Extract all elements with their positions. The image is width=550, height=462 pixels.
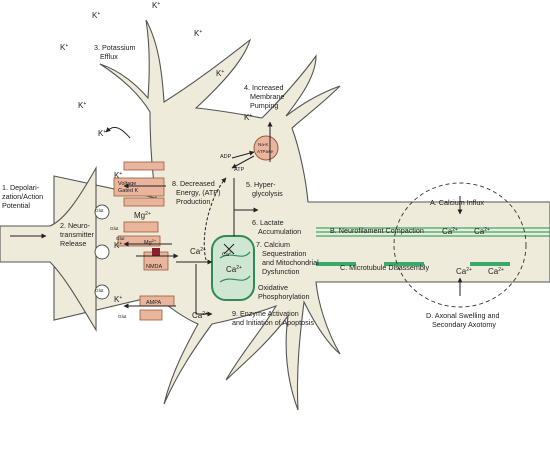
na-k-label: Na-K: [258, 142, 269, 147]
svg-text:K+: K+: [152, 1, 160, 10]
glut-label-2: Glut: [110, 226, 119, 231]
oxidative-phosphorylation-label-2: Phosphorylation: [258, 292, 310, 301]
label-b-neurofilament-compaction: B. Neurofilament Compaction: [330, 226, 424, 235]
k-ion-nmda: K+: [114, 241, 122, 250]
vesicle: [94, 284, 110, 300]
svg-text:K+: K+: [98, 129, 106, 138]
label-c-microtubule-disassembly: C. Microtubule Disassembly: [340, 263, 429, 272]
step-1-label: 1. Depolari-: [2, 183, 40, 192]
oxidative-phosphorylation-label: Oxidative: [258, 283, 288, 292]
glut-label-1: Glut: [95, 208, 104, 213]
ca-ion-mito: Ca2+: [222, 250, 234, 258]
svg-text:K+: K+: [60, 43, 68, 52]
adp-label: ADP: [220, 154, 232, 160]
step-8-label-3: Production: [176, 197, 210, 206]
step-3-label-2: Efflux: [100, 52, 118, 61]
label-d-secondary-axotomy: Secondary Axotomy: [432, 320, 496, 329]
step-7-label-2: Sequestration: [262, 249, 306, 258]
step-2-label-2: transmitter: [60, 230, 95, 239]
mg-ion: Mg2+: [134, 211, 151, 220]
atp-label: ATP: [234, 167, 245, 173]
nmda-block: [152, 248, 160, 256]
step-1-label-2: zation/Action: [2, 192, 43, 201]
arrows: [10, 121, 463, 317]
step-3-label: 3. Potassium: [94, 43, 136, 52]
step-5-label-2: glycolysis: [252, 189, 283, 198]
na-k-atpase-pump: [253, 135, 279, 161]
step-2-label: 2. Neuro-: [60, 221, 91, 230]
ca-ion-enzyme: Ca2+: [192, 311, 208, 320]
neurofilaments: [316, 227, 550, 237]
k-ion-voltage: K+: [114, 171, 122, 180]
vesicle: [94, 204, 110, 220]
glut-label-3: Glut: [116, 236, 125, 241]
ampa-label: AMPA: [146, 300, 162, 306]
ca-ion-axon-1: Ca2+: [442, 227, 458, 236]
step-8-label: 8. Decreased: [172, 179, 215, 188]
label-d-axonal-swelling: D. Axonal Swelling and: [426, 311, 500, 320]
voltage-gated-k-channel: [113, 161, 165, 207]
neuron-cell-body: [53, 19, 550, 411]
atpase-label: ATPase: [257, 149, 273, 154]
svg-text:K+: K+: [78, 101, 86, 110]
voltage-gated-k-label: Voltage: [118, 181, 136, 187]
k-ion-pump: K+: [244, 113, 252, 122]
step-5-label: 5. Hyper-: [246, 180, 276, 189]
ca-ion-mito-inner: Ca2+: [226, 265, 242, 274]
vesicle: [94, 244, 110, 260]
step-6-label: 6. Lactate: [252, 218, 284, 227]
glut-label-4: Glut: [95, 288, 104, 293]
nmda-label: NMDA: [146, 264, 163, 270]
axonal-swelling-outline: [393, 182, 527, 308]
step-8-label-2: Energy, (ATP): [176, 188, 220, 197]
ca-ion-axon-3: Ca2+: [456, 267, 472, 276]
step-9-label-2: and Initiation of Apoptosis: [232, 318, 314, 327]
presynaptic-terminal: [0, 165, 97, 332]
step-7-label: 7. Calcium: [256, 240, 290, 249]
ca-ion-entry: Ca2+: [190, 247, 206, 256]
mg-ion-channel: Mg2+: [144, 238, 157, 246]
k-ion-extracellular: K+ K+ K+ K+ K+ K+ K+: [60, 1, 224, 138]
label-a-calcium-influx: A. Calcium Influx: [430, 198, 484, 207]
svg-text:K+: K+: [194, 29, 202, 38]
svg-text:K+: K+: [92, 11, 100, 20]
step-4-label: 4. Increased: [244, 83, 284, 92]
voltage-gated-k-label-2: Gated K: [118, 188, 139, 194]
step-2-label-3: Release: [60, 239, 86, 248]
step-9-label: 9. Enzyme Activation: [232, 309, 299, 318]
step-1-label-3: Potential: [2, 201, 30, 210]
step-6-label-2: Accumulation: [258, 227, 301, 236]
mitochondrion: [211, 235, 255, 301]
ca-ion-axon-2: Ca2+: [474, 227, 490, 236]
step-4-label-2: Membrane: [250, 92, 284, 101]
step-7-label-3: and Mitochondrial: [262, 258, 319, 267]
step-7-label-4: Dysfunction: [262, 267, 300, 276]
glut-label-5: Glut: [118, 314, 127, 319]
step-4-label-3: Pumping: [250, 101, 278, 110]
svg-text:K+: K+: [216, 69, 224, 78]
ca-ion-axon-4: Ca2+: [488, 267, 504, 276]
k-ion-ampa: K+: [114, 295, 122, 304]
